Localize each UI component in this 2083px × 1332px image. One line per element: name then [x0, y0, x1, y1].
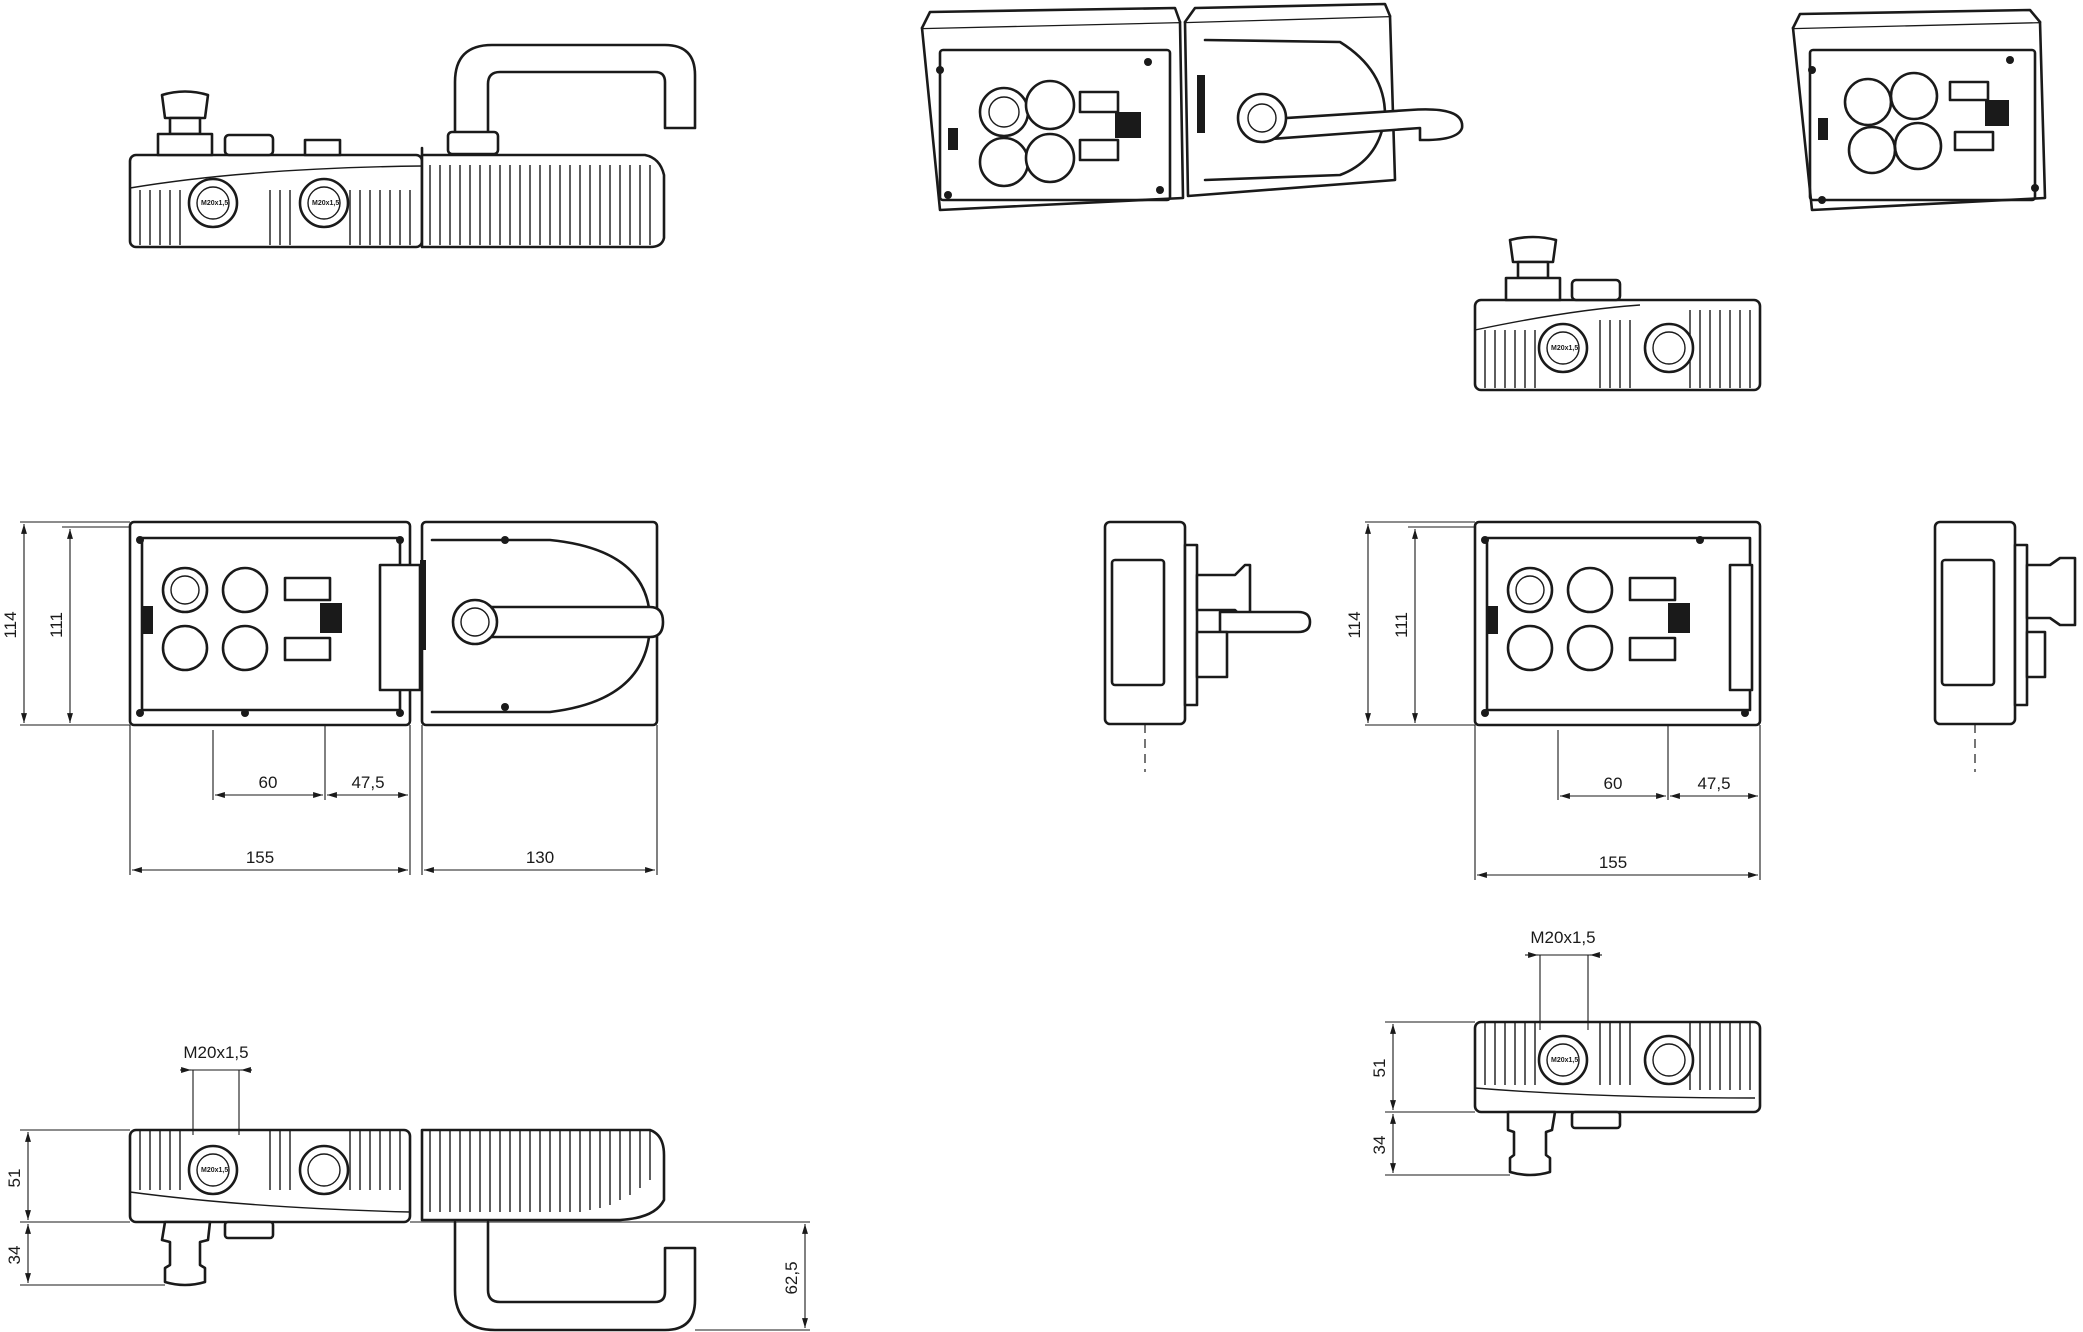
dim-60-right: 60: [1604, 774, 1623, 793]
dimensions-bottom-right: M20x1,5 51 34: [1370, 928, 1602, 1176]
dim-51-right: 51: [1370, 1059, 1389, 1078]
dim-thread-left: M20x1,5: [183, 1043, 248, 1062]
front-view-single: [1473, 520, 1762, 727]
dim-62-5: 62,5: [782, 1261, 801, 1294]
cable-gland-left: M20x1,5: [187, 177, 239, 229]
dim-130: 130: [526, 848, 554, 867]
dim-155-left: 155: [246, 848, 274, 867]
dim-111-left: 111: [47, 612, 66, 638]
dim-thread-right: M20x1,5: [1530, 928, 1595, 947]
dim-114-left: 114: [1, 611, 20, 638]
iso-left-buttons: [978, 79, 1076, 188]
body-ribs: [129, 165, 651, 245]
dim-34-right: 34: [1370, 1136, 1389, 1155]
svg-text:M20x1,5: M20x1,5: [201, 1167, 228, 1174]
svg-text:M20x1,5: M20x1,5: [201, 200, 228, 207]
dimensions-front-left: 114 111 60 47,5 155 130: [1, 521, 658, 875]
bottom-elevation-single: M20x1,5: [1473, 1020, 1762, 1177]
svg-text:M20x1,5: M20x1,5: [312, 200, 339, 207]
side-view-single: [1933, 520, 2077, 772]
single-unit-elevation: M20x1,5: [1473, 235, 1762, 392]
dimensions-bottom-left: M20x1,5 51 34 62,5: [5, 1043, 810, 1331]
svg-text:M20x1,5: M20x1,5: [1551, 345, 1578, 352]
dim-114-right: 114: [1345, 611, 1364, 638]
dim-51-left: 51: [5, 1169, 24, 1188]
emergency-stop-button: [156, 90, 214, 157]
dim-34-left: 34: [5, 1246, 24, 1265]
side-elevation-with-handle: M20x1,5 M20x1,5: [128, 43, 697, 249]
bottom-elevation-with-handle: M20x1,5: [128, 1128, 697, 1332]
side-view-handle: [1103, 520, 1312, 772]
dim-111-right: 111: [1392, 612, 1411, 638]
svg-text:M20x1,5: M20x1,5: [1551, 1057, 1578, 1064]
isometric-assembly: [920, 2, 1464, 212]
front-view-with-handle: [128, 520, 665, 727]
isometric-single-unit: [1791, 8, 2047, 212]
dim-60-left: 60: [259, 773, 278, 792]
cable-gland-right: M20x1,5: [298, 177, 350, 229]
dim-47-5-right: 47,5: [1697, 774, 1730, 793]
dimensions-front-right: 114 111 60 47,5 155: [1345, 521, 1761, 880]
single-unit-ribs: [1484, 310, 1751, 388]
dim-47-5-left: 47,5: [351, 773, 384, 792]
dim-155-right: 155: [1599, 853, 1627, 872]
